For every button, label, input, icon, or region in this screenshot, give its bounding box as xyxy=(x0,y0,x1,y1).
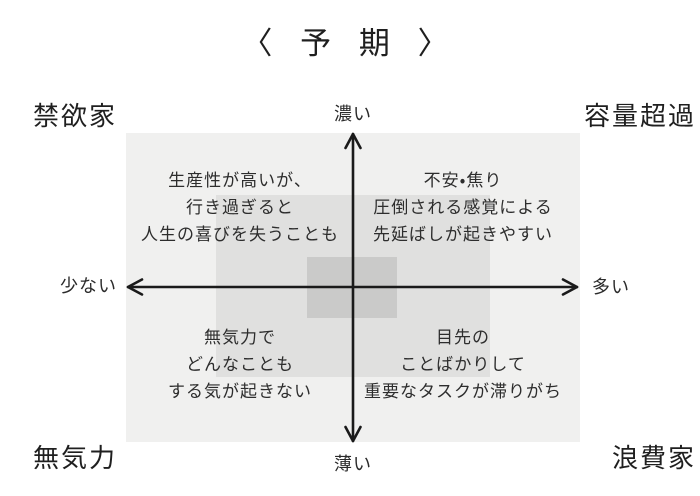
axis-label-many: 多い xyxy=(592,277,630,297)
quadrant-line: ことばかりして xyxy=(400,355,526,374)
quadrant-text-top-right: 不安・焦り 圧倒される感覚による 先延ばしが起きやすい xyxy=(313,167,613,248)
right-arrowhead-icon xyxy=(561,278,579,296)
up-arrowhead-icon xyxy=(344,132,362,150)
quadrant-line: どんなことも xyxy=(186,355,294,374)
quadrant-text-top-left: 生産性が高いが、 行き過ぎると 人生の喜びを失うことも xyxy=(90,167,390,248)
quadrant-line: 圧倒される感覚による xyxy=(373,198,553,217)
quadrant-line: 目先の xyxy=(436,328,490,347)
quadrant-line: 人生の喜びを失うことも xyxy=(141,225,339,244)
corner-label-over-capacity: 容量超過 xyxy=(583,102,696,131)
quadrant-line: 重要なタスクが滞りがち xyxy=(364,382,562,401)
corner-label-apathy: 無気力 xyxy=(33,444,118,473)
quadrant-line: 行き過ぎると xyxy=(186,198,294,217)
quadrant-line: する気が起きない xyxy=(168,382,312,401)
quadrant-line: 先延ばしが起きやすい xyxy=(373,225,553,244)
corner-label-ascetic: 禁欲家 xyxy=(33,102,118,131)
corner-label-spendthrift: 浪費家 xyxy=(611,444,696,473)
axis-label-dense: 濃い xyxy=(334,104,372,124)
diagram-title: 〈 予 期 〉 xyxy=(241,26,459,61)
left-arrowhead-icon xyxy=(126,278,144,296)
down-arrowhead-icon xyxy=(344,425,362,443)
quadrant-line: 生産性が高いが、 xyxy=(168,171,312,190)
quadrant-text-bottom-right: 目先の ことばかりして 重要なタスクが滞りがち xyxy=(313,324,613,405)
axis-label-faint: 薄い xyxy=(334,454,372,474)
quadrant-line: 不安・焦り xyxy=(423,171,503,190)
axis-label-few: 少ない xyxy=(60,276,117,296)
quadrant-text-bottom-left: 無気力で どんなことも する気が起きない xyxy=(90,324,390,405)
quadrant-line: 無気力で xyxy=(204,328,276,347)
